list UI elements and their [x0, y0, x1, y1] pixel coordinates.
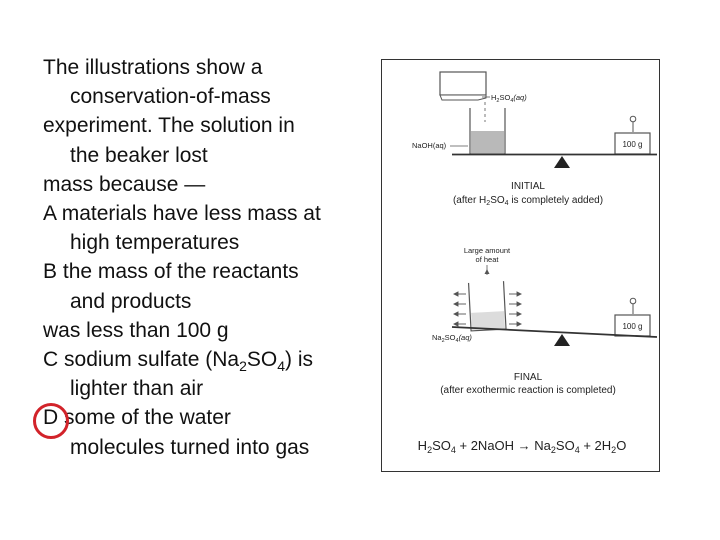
option-text: some of the water: [64, 406, 231, 430]
option-letter: A: [43, 202, 56, 226]
option-d[interactable]: D some of the water: [43, 403, 373, 432]
final-balance-beam: [451, 326, 658, 338]
initial-caption: (after H2SO4 is completely added): [453, 195, 603, 207]
heat-label-line-2: of heat: [476, 255, 500, 264]
final-beaker-group: [467, 281, 507, 332]
option-text-part: SO: [246, 348, 278, 372]
beaker-label: NaOH(aq): [412, 141, 447, 150]
experiment-figure: H2SO4(aq) NaOH(aq) 100 g INITIAL (after …: [381, 59, 660, 472]
option-letter: B: [43, 260, 58, 284]
option-text-part: ) is: [285, 348, 314, 372]
option-text: the mass of the reactants: [62, 260, 299, 284]
option-text: sodium sulfate (Na2SO4) is: [64, 348, 314, 375]
final-fulcrum: [554, 334, 570, 346]
selected-answer-circle: [33, 403, 69, 439]
option-letter: C: [43, 348, 59, 372]
subscript: 2: [239, 358, 247, 375]
initial-title: INITIAL: [511, 181, 545, 192]
heat-label-line-1: Large amount: [464, 246, 511, 255]
initial-panel: H2SO4(aq) NaOH(aq) 100 g INITIAL (after …: [412, 71, 657, 207]
question-stem-line: conservation-of-mass: [70, 85, 271, 109]
experiment-illustration: H2SO4(aq) NaOH(aq) 100 g INITIAL (after …: [412, 71, 658, 455]
weight-label: 100 g: [622, 140, 642, 149]
question-stem-line: the beaker lost: [70, 143, 208, 167]
option-c[interactable]: C sodium sulfate (Na2SO4) is: [43, 345, 373, 374]
question-stem-line: experiment. The solution in: [43, 114, 295, 138]
option-d-continued: molecules turned into gas: [70, 435, 310, 459]
weight-label: 100 g: [622, 322, 642, 331]
final-title: FINAL: [514, 372, 543, 383]
option-b-continued: and products: [70, 289, 192, 313]
option-a-continued: high temperatures: [70, 231, 240, 255]
option-text-part: sodium sulfate (Na: [64, 348, 240, 372]
pouring-container-spout: [439, 94, 487, 101]
question-stem-line: mass because —: [43, 172, 206, 196]
weight-ring: [629, 297, 637, 305]
question-text: The illustrations show a conservation-of…: [43, 53, 373, 462]
final-beaker: [467, 281, 507, 332]
initial-beaker-solution: [471, 131, 504, 154]
heat-arrows-left: [452, 291, 466, 327]
reaction-equation: H2SO4 + 2NaOH → Na2SO4 + 2H2O: [418, 438, 627, 455]
final-beaker-solution: [471, 311, 505, 331]
final-beaker-label: Na2SO4(aq): [432, 333, 472, 344]
final-panel: Large amount of heat: [432, 246, 658, 396]
subscript: 4: [277, 358, 286, 375]
option-text: materials have less mass at: [61, 202, 321, 226]
weight-ring: [629, 115, 637, 123]
pouring-container: [439, 71, 487, 96]
option-b[interactable]: B the mass of the reactants: [43, 257, 373, 286]
heat-arrowhead: [484, 269, 490, 274]
pour-label: H2SO4(aq): [491, 93, 527, 104]
option-c-continued: lighter than air: [70, 377, 204, 401]
initial-fulcrum: [554, 156, 570, 168]
final-caption: (after exothermic reaction is completed): [440, 385, 616, 396]
option-b-continued: was less than 100 g: [43, 318, 229, 342]
option-a[interactable]: A materials have less mass at: [43, 199, 373, 228]
heat-arrows-right: [509, 291, 523, 327]
question-stem-line: The illustrations show a: [43, 56, 263, 79]
